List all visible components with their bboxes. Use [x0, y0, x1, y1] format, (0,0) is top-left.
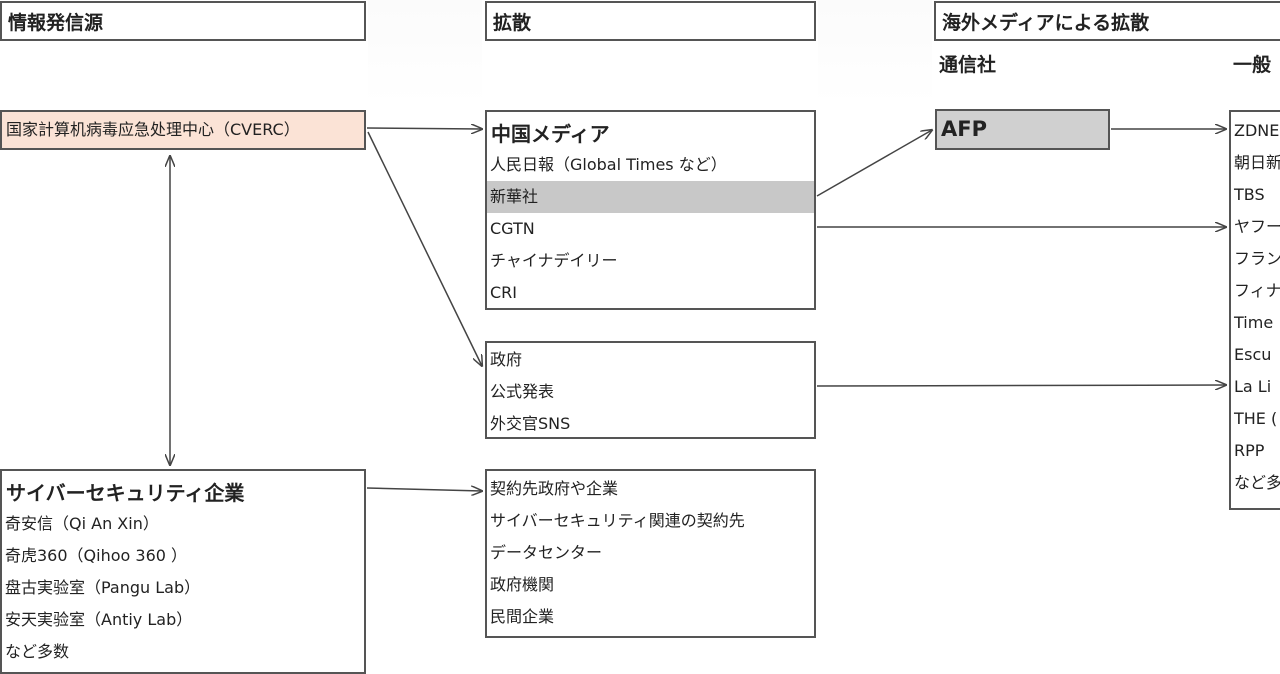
header-overseas: 海外メディアによる拡散	[934, 1, 1280, 41]
afp-label: AFP	[941, 117, 987, 141]
list-item: サイバーセキュリティ関連の契約先	[490, 511, 745, 530]
list-item: 奇安信（Qi An Xin）	[5, 514, 159, 533]
list-item: フラン	[1234, 249, 1280, 268]
list-item: 安天実验室（Antiy Lab）	[5, 610, 193, 629]
list-item: 奇虎360（Qihoo 360 ）	[5, 546, 188, 565]
list-item: ZDNE	[1234, 121, 1280, 140]
china-media-title: 中国メディア	[491, 122, 610, 146]
afp-box: AFP	[935, 109, 1110, 150]
list-item: ヤフー	[1234, 217, 1280, 236]
list-item: Escu	[1234, 345, 1272, 364]
list-item: 民間企業	[490, 607, 555, 626]
list-item: RPP	[1234, 441, 1265, 460]
list-item: など多	[1234, 473, 1280, 492]
list-item: TBS	[1234, 185, 1265, 204]
list-item: THE (	[1234, 409, 1278, 428]
contract-partners-box: 契約先政府や企業 サイバーセキュリティ関連の契約先 データセンター 政府機関 民…	[485, 469, 816, 638]
government-box: 政府 公式発表 外交官SNS	[485, 341, 816, 439]
header-agency: 通信社	[939, 54, 997, 76]
list-item: CRI	[490, 283, 518, 302]
arrow-xinhua-to-afp	[816, 130, 932, 197]
cverc-box: 国家計算机病毒应急处理中心（CVERC）	[0, 110, 366, 150]
arrow-government-to-general	[816, 385, 1226, 386]
header-source: 情報発信源	[0, 1, 366, 41]
list-item: 公式発表	[490, 382, 555, 401]
list-item: データセンター	[490, 543, 603, 562]
list-item: 政府	[490, 350, 523, 369]
list-item: La Li	[1234, 377, 1272, 396]
list-item: チャイナデイリー	[490, 251, 618, 270]
cyber-companies-box: サイバーセキュリティ企業 奇安信（Qi An Xin） 奇虎360（Qihoo …	[0, 469, 366, 674]
header-spread: 拡散	[485, 1, 816, 41]
arrow-cyber-to-contract	[366, 488, 482, 491]
list-item: 外交官SNS	[490, 414, 571, 433]
list-item: など多数	[5, 642, 70, 661]
header-shade-1	[368, 0, 482, 105]
cverc-label: 国家計算机病毒应急处理中心（CVERC）	[6, 120, 300, 139]
arrow-cverc-to-china-media	[366, 128, 482, 129]
general-media-box: ZDNE 朝日新 TBS ヤフー フラン フィナ Time Escu La Li…	[1229, 110, 1280, 510]
arrow-cverc-to-government	[367, 131, 482, 366]
header-shade-2	[818, 0, 932, 105]
list-item: 盘古実验室（Pangu Lab）	[5, 578, 201, 597]
list-item: Time	[1234, 313, 1274, 332]
list-item: 朝日新	[1234, 153, 1280, 172]
list-item-highlighted: 新華社	[487, 181, 814, 213]
list-item: フィナ	[1234, 281, 1280, 300]
cyber-companies-title: サイバーセキュリティ企業	[6, 481, 245, 505]
list-item: 人民日報（Global Times など）	[490, 155, 727, 174]
list-item: 契約先政府や企業	[490, 479, 619, 498]
china-media-box: 中国メディア 人民日報（Global Times など） 新華社 CGTN チャ…	[485, 110, 816, 310]
header-general: 一般	[1233, 54, 1272, 76]
list-item: 政府機関	[490, 575, 555, 594]
list-item: CGTN	[490, 219, 535, 238]
